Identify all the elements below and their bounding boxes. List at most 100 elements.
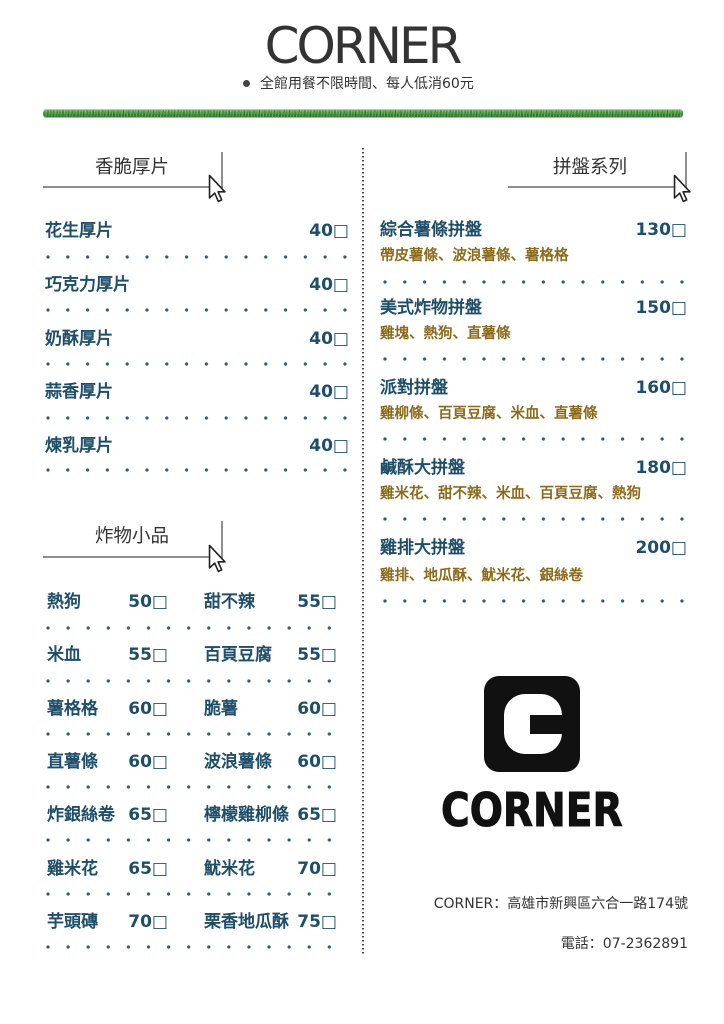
item-price: 65□	[128, 805, 168, 825]
item-name: 巧克力厚片	[45, 275, 130, 295]
item-name: 派對拼盤	[380, 378, 448, 398]
column-divider	[362, 148, 364, 955]
section-title: 香脆厚片	[95, 157, 170, 178]
section-underline	[43, 556, 223, 558]
dotted-separator	[46, 785, 336, 789]
item-name: 煉乳厚片	[45, 436, 113, 456]
dotted-separator	[46, 308, 351, 312]
item-name: 甜不辣	[204, 592, 255, 612]
item-name: 直薯條	[47, 752, 98, 772]
item-price: 40□	[309, 329, 349, 349]
item-price: 40□	[309, 221, 349, 241]
dotted-separator	[46, 838, 336, 842]
menu-item: 甜不辣 55□	[204, 591, 337, 613]
item-price: 70□	[128, 912, 168, 932]
item-price: 200□	[635, 538, 687, 558]
item-name: 綜合薯條拼盤	[380, 220, 482, 240]
store-address: CORNER：高雄市新興區六合一路174號	[433, 896, 688, 912]
item-name: 米血	[47, 645, 81, 665]
item-price: 180□	[635, 458, 687, 478]
dotted-separator	[46, 416, 351, 420]
item-name: 魷米花	[204, 859, 255, 879]
item-name: 雞米花	[47, 859, 98, 879]
menu-item: 派對拼盤 160□	[380, 377, 687, 399]
item-price: 150□	[635, 298, 687, 318]
item-price: 60□	[297, 752, 337, 772]
item-name: 芋頭磚	[47, 912, 98, 932]
item-contents: 雞柳條、百頁豆腐、米血、直薯條	[380, 406, 598, 422]
item-price: 65□	[297, 805, 337, 825]
menu-item: 花生厚片 40□	[45, 220, 349, 242]
item-price: 65□	[128, 859, 168, 879]
item-name: 鹹酥大拼盤	[380, 458, 465, 478]
c-logo-icon	[484, 676, 580, 772]
item-contents: 雞米花、甜不辣、米血、百頁豆腐、熱狗	[380, 486, 641, 502]
item-name: 奶酥厚片	[45, 329, 113, 349]
menu-item: 炸銀絲卷 65□	[47, 804, 168, 826]
item-price: 60□	[128, 752, 168, 772]
bullet-dot-icon	[243, 80, 250, 87]
item-name: 百頁豆腐	[204, 645, 272, 665]
item-name: 美式炸物拼盤	[380, 298, 482, 318]
menu-item: 奶酥厚片 40□	[45, 328, 349, 350]
menu-item: 美式炸物拼盤 150□	[380, 297, 687, 319]
menu-item: 波浪薯條 60□	[204, 751, 337, 773]
dotted-separator	[46, 945, 336, 949]
item-price: 40□	[309, 382, 349, 402]
section-marker-line	[221, 152, 223, 188]
green-grass-divider	[43, 110, 683, 117]
item-price: 160□	[635, 378, 687, 398]
dotted-separator	[46, 626, 336, 630]
section-title: 炸物小品	[95, 526, 170, 547]
menu-item: 熱狗 50□	[47, 591, 168, 613]
dotted-separator	[46, 732, 336, 736]
section-marker-line	[685, 152, 687, 188]
menu-item: 鹹酥大拼盤 180□	[380, 457, 687, 479]
menu-item: 直薯條 60□	[47, 751, 168, 773]
dotted-separator	[46, 255, 351, 259]
item-price: 60□	[128, 699, 168, 719]
menu-item: 薯格格 60□	[47, 698, 168, 720]
item-price: 50□	[128, 592, 168, 612]
mouse-pointer-icon	[208, 174, 226, 203]
item-name: 雞排大拼盤	[380, 538, 465, 558]
dotted-separator	[383, 357, 688, 361]
section-underline	[508, 186, 687, 188]
menu-item: 巧克力厚片 40□	[45, 274, 349, 296]
dotted-separator	[46, 468, 351, 472]
item-name: 熱狗	[47, 592, 81, 612]
item-price: 75□	[297, 912, 337, 932]
menu-item: 雞米花 65□	[47, 858, 168, 880]
item-price: 55□	[297, 645, 337, 665]
item-name: 炸銀絲卷	[47, 805, 115, 825]
menu-item: 綜合薯條拼盤 130□	[380, 219, 687, 241]
mouse-pointer-icon	[208, 544, 226, 573]
dotted-separator	[383, 437, 688, 441]
section-underline	[43, 186, 223, 188]
menu-item: 脆薯 60□	[204, 698, 337, 720]
item-name: 蒜香厚片	[45, 382, 113, 402]
item-price: 55□	[297, 592, 337, 612]
dotted-separator	[383, 280, 688, 284]
dotted-separator	[46, 892, 336, 896]
item-name: 檸檬雞柳條	[204, 805, 289, 825]
page-title: CORNER	[264, 17, 463, 75]
menu-item: 檸檬雞柳條 65□	[204, 804, 337, 826]
item-name: 薯格格	[47, 699, 98, 719]
mouse-pointer-icon	[673, 174, 691, 203]
section-title: 拼盤系列	[553, 157, 628, 178]
item-price: 70□	[297, 859, 337, 879]
item-name: 栗香地瓜酥	[204, 912, 289, 932]
logo-wordmark: CORNER	[441, 783, 623, 837]
dining-notice: 全館用餐不限時間、每人低消60元	[260, 76, 474, 92]
menu-item: 魷米花 70□	[204, 858, 337, 880]
section-marker-line	[221, 521, 223, 557]
dotted-separator	[383, 517, 688, 521]
item-price: 60□	[297, 699, 337, 719]
item-contents: 帶皮薯條、波浪薯條、薯格格	[380, 248, 569, 264]
menu-item: 芋頭磚 70□	[47, 911, 168, 933]
item-price: 40□	[309, 436, 349, 456]
item-name: 脆薯	[204, 699, 238, 719]
item-price: 130□	[635, 220, 687, 240]
